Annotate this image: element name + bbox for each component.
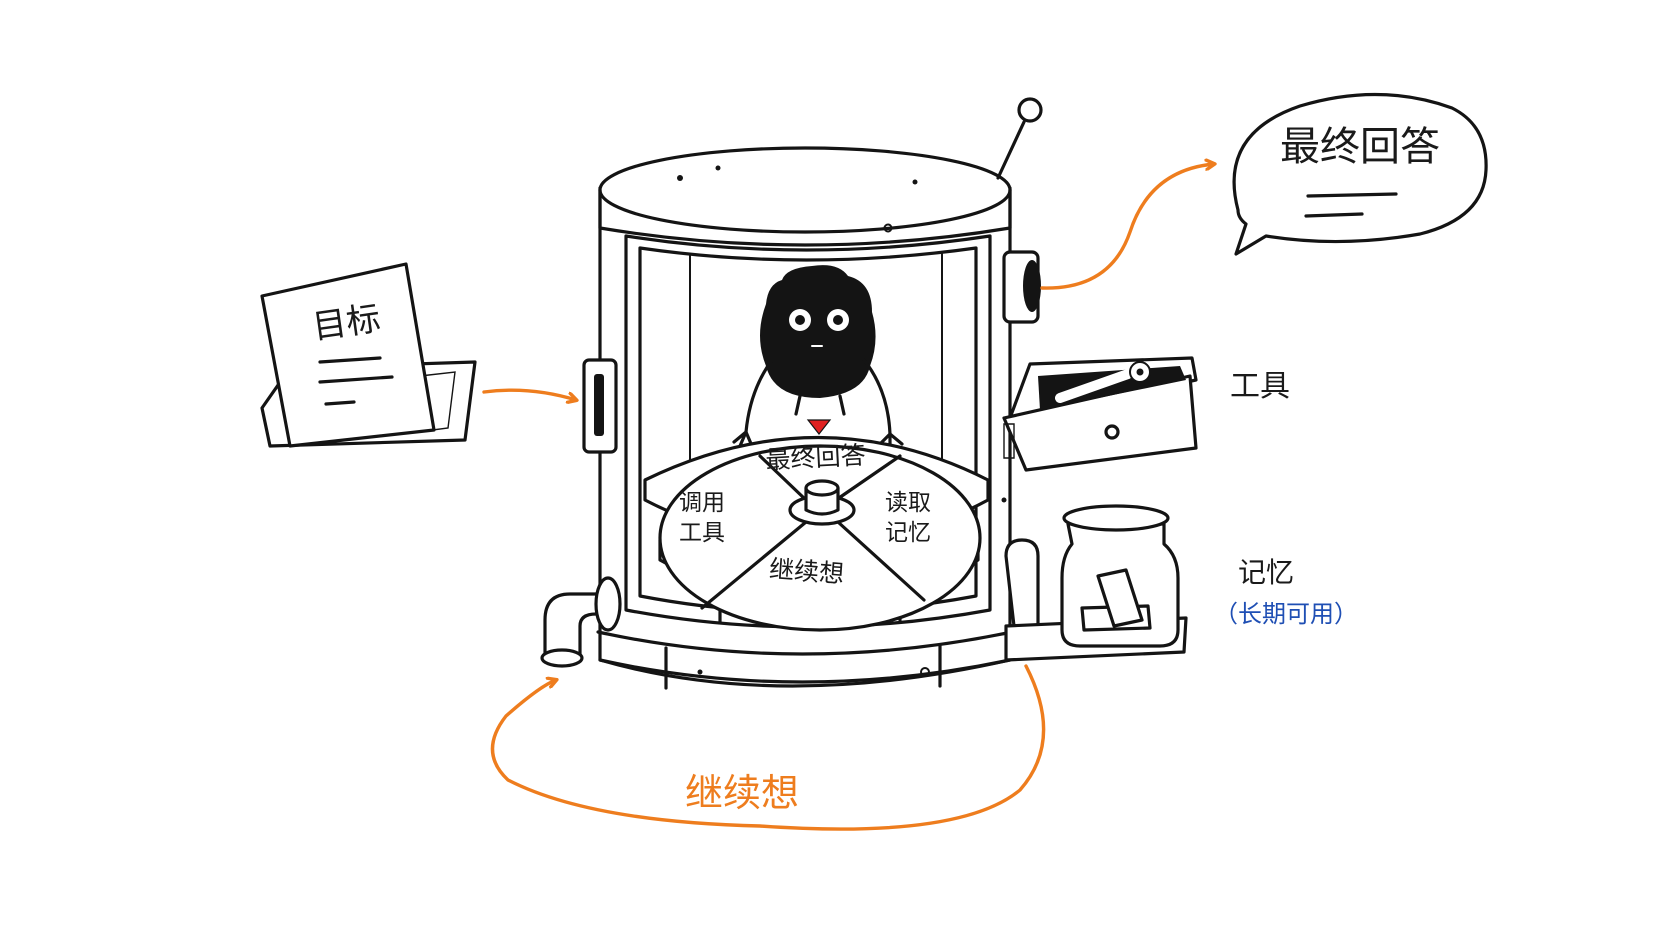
wheel-label-read-memory-2: 记忆	[885, 520, 931, 546]
wheel-label-read-memory-1: 读取	[885, 490, 931, 516]
decision-wheel	[643, 419, 990, 632]
tools-label: 工具	[1230, 369, 1290, 404]
memory-note: （长期可用）	[1214, 600, 1358, 628]
machine-to-answer-arrow	[1040, 164, 1214, 290]
keep-thinking-loop-arrow	[490, 664, 1046, 831]
wheel-label-final-answer: 最终回答	[765, 440, 866, 474]
wheel-label-call-tool-1: 调用	[679, 490, 725, 516]
goal-paper	[260, 262, 436, 448]
wheel-label-keep-thinking: 继续想	[768, 554, 845, 588]
output-port	[1002, 250, 1041, 324]
antenna	[996, 97, 1043, 180]
answer-bubble-label: 最终回答	[1280, 124, 1440, 170]
loop-pipe	[540, 576, 622, 668]
input-port	[582, 358, 618, 454]
goal-to-machine-arrow	[482, 388, 576, 400]
wheel-label-call-tool-2: 工具	[679, 520, 725, 546]
answer-speech-bubble	[1232, 92, 1488, 256]
memory-jar	[1060, 504, 1180, 648]
loop-label: 继续想	[685, 771, 799, 815]
tool-drawer	[1002, 356, 1198, 472]
agent-creature	[732, 265, 904, 452]
memory-label: 记忆	[1238, 556, 1294, 589]
goal-label: 目标	[310, 299, 383, 348]
